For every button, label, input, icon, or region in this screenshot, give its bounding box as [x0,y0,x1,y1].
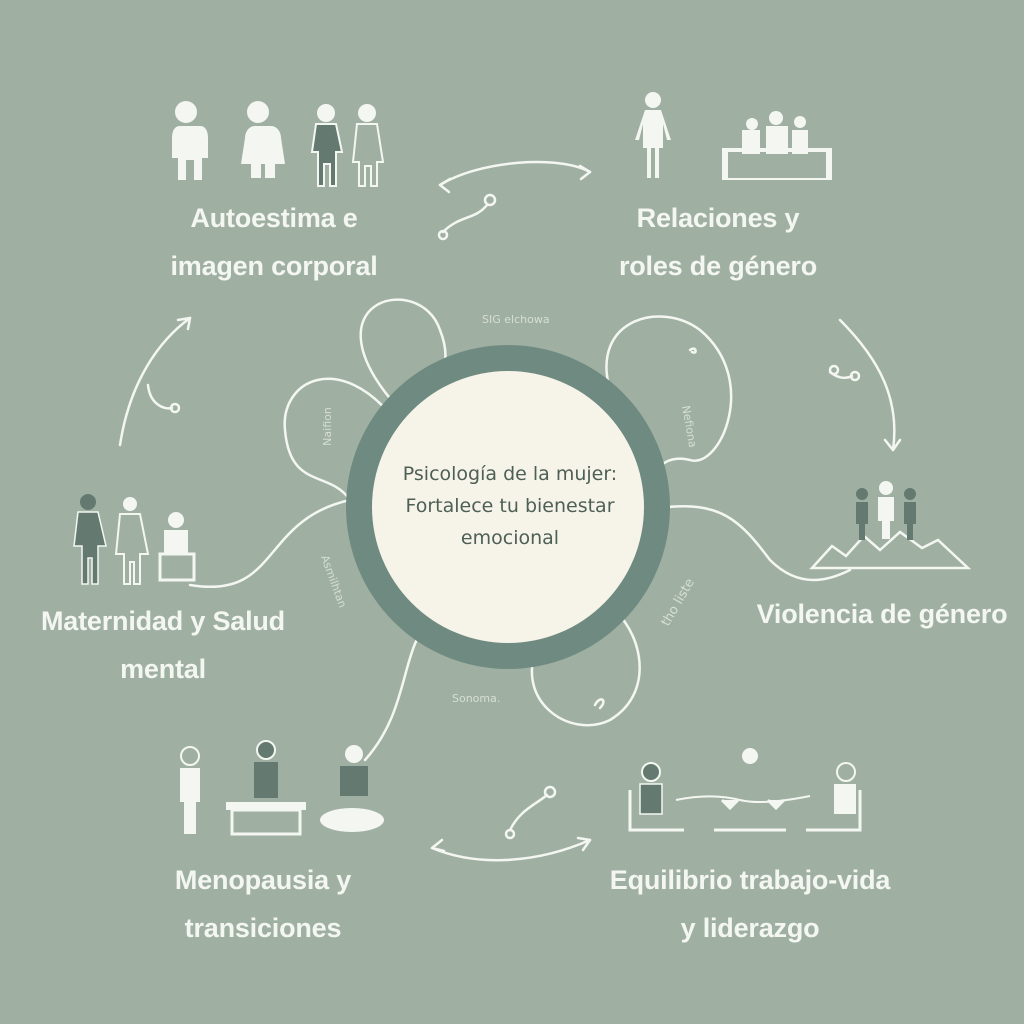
topic-balance-line1: Equilibrio trabajo-vida [609,865,891,895]
topic-menopause-line1: Menopausia y [174,865,352,895]
center-disc [372,371,644,643]
relations-figures-icon [635,92,832,180]
topic-balance: Equilibrio trabajo-vida y liderazgo [600,856,900,952]
center-title-line1: Psicología de la mujer: [402,463,618,485]
topic-relations-line1: Relaciones y [636,203,800,233]
center-title-line3: emocional [460,527,560,549]
topic-violence-line1: Violencia de género [756,599,1008,629]
topic-maternity-line1: Maternidad y Salud [41,606,285,636]
self-esteem-figures-icon [172,101,385,187]
topic-relations: Relaciones y roles de género [598,194,838,290]
faint-label-bottom: Sonoma. [452,692,501,705]
topic-violence: Violencia de género [752,590,1012,638]
violence-figures-icon [809,481,972,570]
balance-figures-icon [628,748,862,832]
topic-self-esteem-line1: Autoestima e [190,203,358,233]
topic-balance-line2: y liderazgo [680,913,820,943]
center-title-line2: Fortalece tu bienestar [405,495,615,517]
topic-menopause: Menopausia y transiciones [148,856,378,952]
topic-self-esteem-line2: imagen corporal [170,251,378,281]
maternity-figures-icon [73,494,196,585]
topic-maternity: Maternidad y Salud mental [38,597,288,693]
center-title: Psicología de la mujer: Fortalece tu bie… [380,458,640,554]
topic-relations-line2: roles de género [618,251,818,281]
topic-menopause-line2: transiciones [184,913,342,943]
topic-self-esteem: Autoestima e imagen corporal [156,194,392,290]
faint-label-top: SIG elchowa [482,313,550,326]
menopause-figures-icon [180,740,384,836]
faint-label-left-loop: Naifion [320,407,334,446]
topic-maternity-line2: mental [120,654,206,684]
